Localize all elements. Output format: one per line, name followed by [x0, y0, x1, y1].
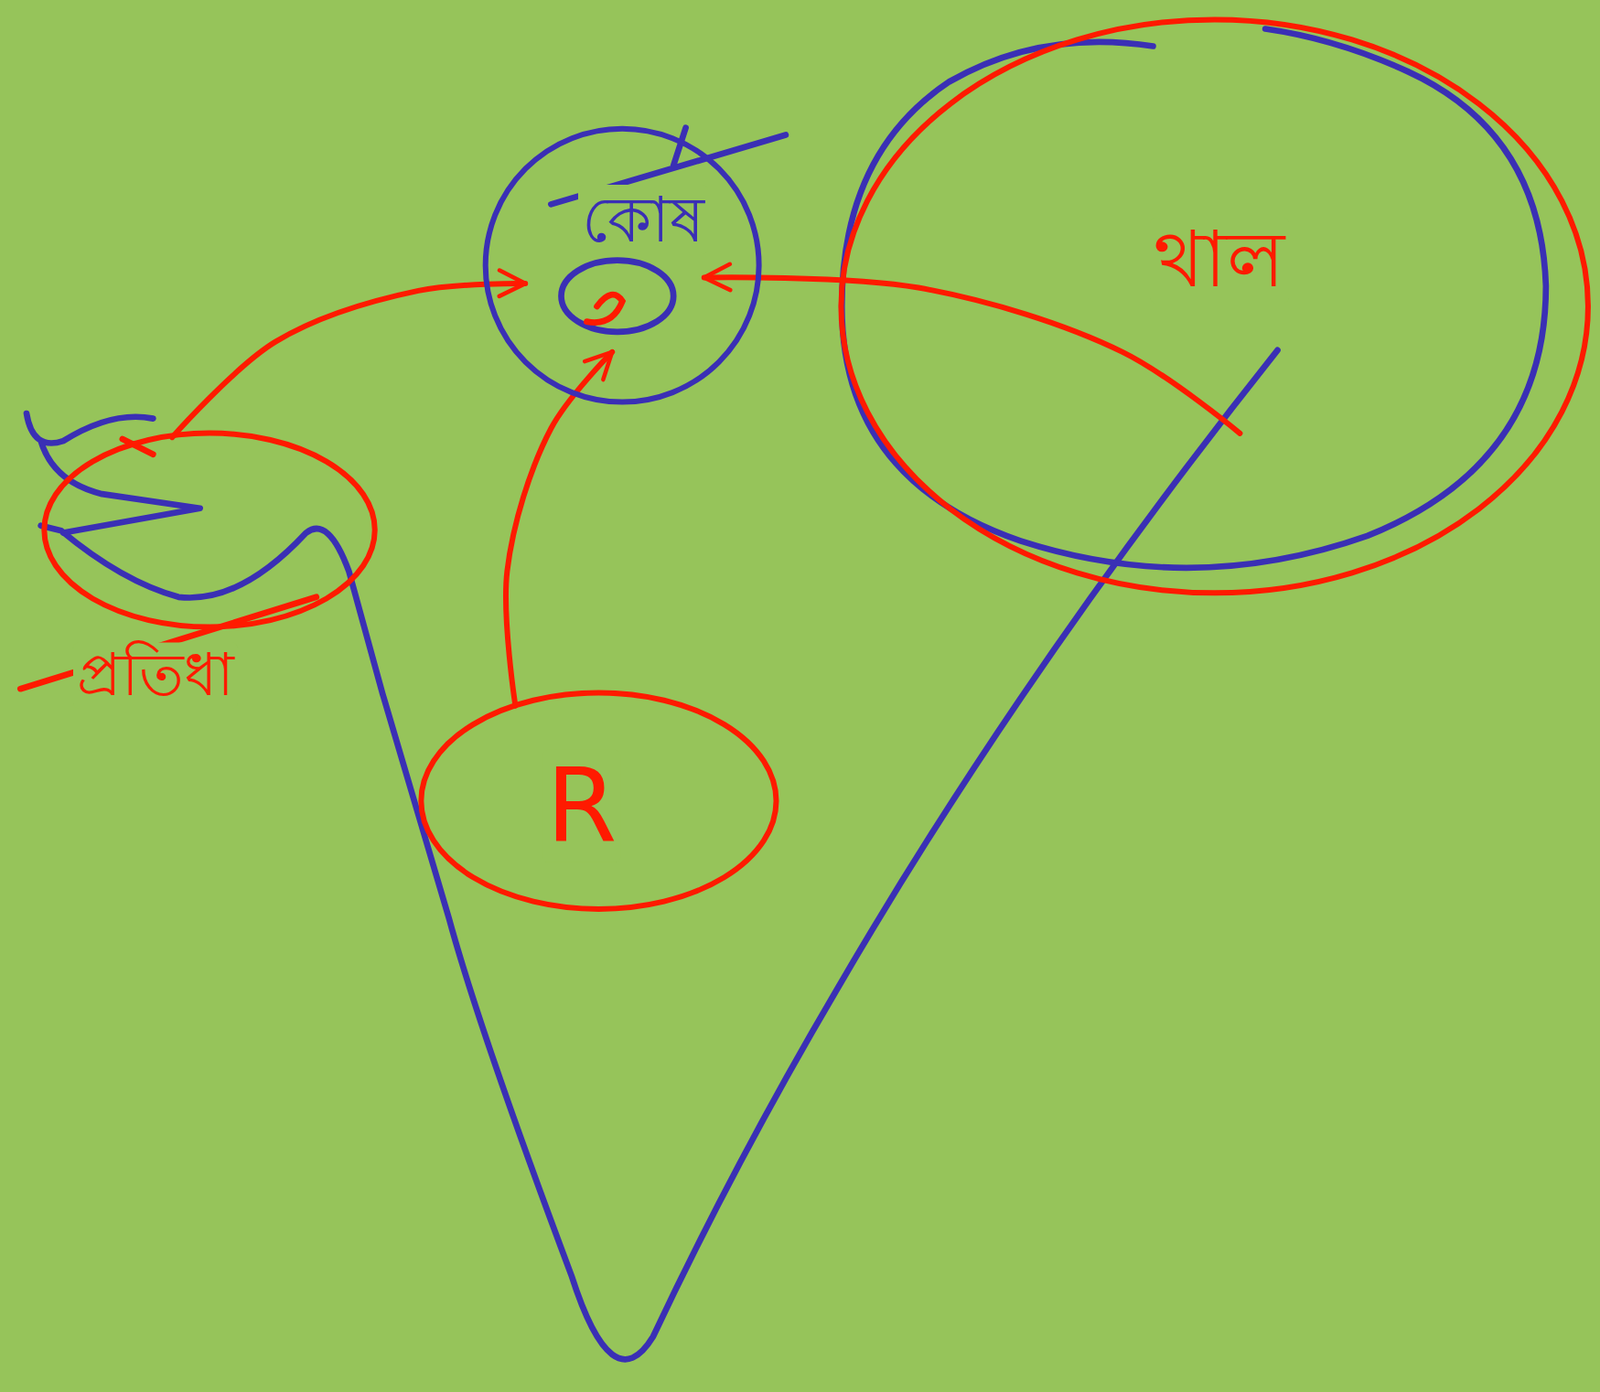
- outline-ellipse: [840, 19, 1588, 593]
- ovary-outline: [841, 29, 1547, 569]
- node-label: R: [542, 750, 622, 863]
- arrow-connector: [505, 352, 613, 707]
- ovary-ellipse: থাল: [837, 15, 1592, 598]
- node-label: থাল: [1149, 217, 1289, 303]
- arrow-connector: [171, 283, 526, 438]
- outline-ellipse: [421, 692, 777, 909]
- outline-ellipse: [485, 128, 760, 403]
- uterus-outline: [41, 350, 1278, 1360]
- node-label: প্রতিধা: [73, 643, 238, 709]
- cell-circle: কোষ: [479, 122, 765, 409]
- node-outline: [837, 15, 1592, 598]
- inner-circle: [560, 260, 674, 333]
- r-ellipse: R: [418, 688, 781, 913]
- tube-ellipse: প্রতিধা: [41, 428, 378, 724]
- node-outline: [479, 122, 765, 409]
- node-label: কোষ: [578, 184, 709, 255]
- target-dot: [586, 294, 623, 323]
- outline-ellipse: [43, 433, 375, 628]
